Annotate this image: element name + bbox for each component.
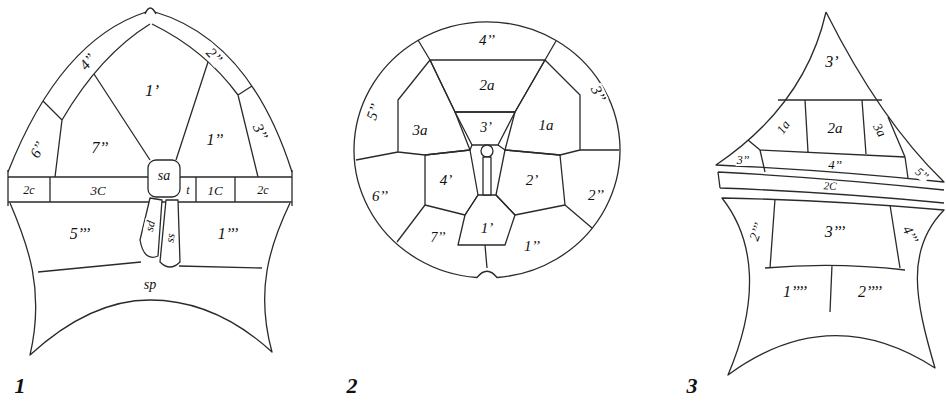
plate-label: 4’: [439, 173, 454, 188]
plate-label: 1C: [206, 184, 223, 197]
sulcal-plate: [140, 198, 162, 257]
plate-label: 3’’: [736, 154, 751, 166]
plate-label: 2C: [822, 180, 837, 192]
apical-pore: [481, 145, 493, 157]
plate-label: sp: [143, 278, 157, 292]
plate-label: sd: [143, 219, 157, 234]
apical-pore: [145, 8, 156, 14]
plate-label: 3’’: [249, 121, 270, 143]
plate-label: 3’: [824, 54, 839, 70]
plate-boundary: [38, 262, 262, 272]
plate-label: t: [185, 184, 190, 196]
plate-label: 2’’’: [747, 220, 767, 243]
plate-label: 6’’: [27, 139, 49, 162]
plate-boundary: [43, 62, 258, 177]
sulcal-plate: [160, 200, 180, 267]
plate-label: 4’’: [77, 50, 100, 73]
plate-label: 1’’’: [217, 226, 239, 242]
plate-label: 1a: [538, 118, 555, 133]
plate-boundary: [505, 60, 580, 155]
plate-boundary: [455, 112, 515, 145]
plate-label: 4’’’: [899, 223, 921, 247]
plate-label: sa: [157, 169, 171, 183]
ventral-view: [8, 8, 292, 355]
plate-boundary: [152, 24, 238, 95]
hypotheca-outline: [10, 203, 290, 355]
plate-label: 1’’: [523, 239, 541, 254]
plate-label: 2’’’’: [857, 284, 883, 300]
cell-outline: [354, 22, 620, 278]
plate-label: 2c: [256, 184, 269, 196]
figure-number: 1: [14, 375, 27, 397]
hypotheca-outline: [722, 198, 944, 375]
sulcal-plate: [148, 160, 180, 197]
plate-boundary: [765, 199, 905, 312]
plate-label: 2a: [479, 78, 496, 93]
cell-outline: [8, 12, 146, 172]
plate-label: 2c: [22, 184, 35, 196]
plate-label: 1a: [773, 117, 792, 137]
figure-number: 3: [686, 375, 699, 397]
plate-label: 7’’: [91, 140, 110, 156]
plate-label: 2’’: [202, 44, 225, 67]
plate-label: 5’’’: [69, 226, 91, 242]
canal-plate: [483, 157, 491, 195]
plate-label: 7’’: [430, 231, 447, 245]
figure-number: 2: [346, 375, 359, 397]
plate-label: 3a: [412, 123, 429, 138]
cell-outline: [716, 12, 944, 182]
plate-boundary: [425, 150, 478, 215]
plate-label: 4’’: [827, 158, 843, 171]
plate-label: 5’’: [364, 101, 384, 123]
plate-label: 1’: [480, 221, 495, 236]
plate-label: 6’’: [371, 189, 389, 204]
plate-label: 4’’: [478, 33, 496, 48]
plate-label: 1’: [144, 82, 160, 99]
plate-label: 2a: [827, 121, 844, 136]
dorsal-view: [716, 12, 944, 375]
cell-outline: [155, 12, 292, 172]
plate-boundary: [356, 145, 619, 268]
plate-label: 5’’: [913, 165, 932, 184]
apical-view: [354, 22, 620, 278]
plate-boundary: [458, 195, 515, 245]
plate-boundary: [748, 100, 908, 178]
plate-label: 3’: [479, 121, 493, 135]
plate-label: 3C: [89, 184, 106, 197]
plate-boundary: [398, 60, 470, 155]
plate-label: 3’’’: [824, 224, 846, 240]
plate-label: ss: [163, 231, 177, 244]
plate-label: 1’’’’: [782, 284, 808, 300]
plate-label: 1’’: [206, 132, 225, 148]
plate-label: 2’’: [587, 188, 605, 203]
plate-label: 3’’: [587, 83, 608, 105]
plate-label: 2’: [525, 173, 540, 188]
plate-boundary: [62, 24, 150, 120]
plate-label: 3a: [871, 120, 890, 139]
